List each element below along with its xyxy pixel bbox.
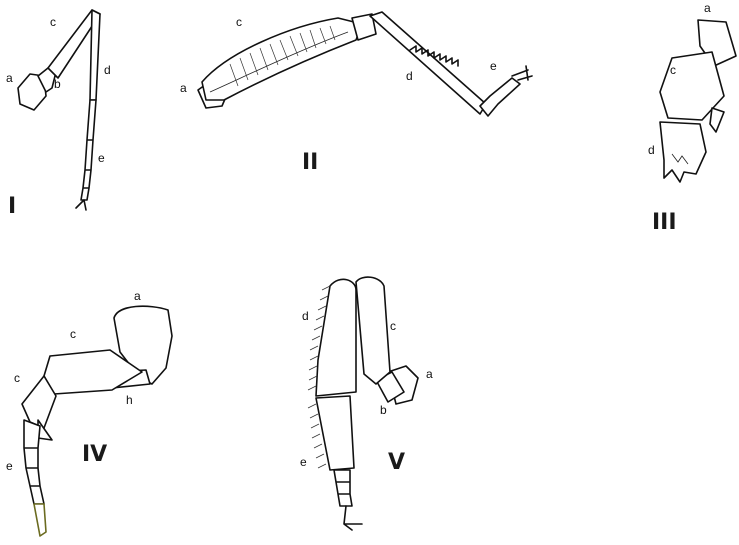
leg-V-drawing	[308, 277, 418, 530]
leg-II-label-d: d	[406, 70, 413, 82]
leg-III-spur	[710, 108, 724, 132]
leg-V-femur-back	[316, 279, 356, 396]
leg-I-label-c: c	[50, 16, 56, 28]
figure-numeral-I: I	[8, 196, 16, 218]
leg-III-label-a: a	[704, 2, 711, 14]
leg-V-femur-front	[356, 277, 390, 384]
leg-III-tibia	[660, 122, 706, 182]
leg-V-label-d: d	[302, 310, 309, 322]
leg-V-label-c: c	[390, 320, 396, 332]
leg-II-label-c: c	[236, 16, 242, 28]
leg-V-claw	[344, 506, 362, 530]
leg-I-label-d: d	[104, 64, 111, 76]
leg-IV-label-c-lower: c	[14, 372, 20, 384]
leg-V-label-e: e	[300, 456, 307, 468]
leg-IV-label-e: e	[6, 460, 13, 472]
leg-I-label-a: a	[6, 72, 13, 84]
figure-numeral-IV: IV	[82, 444, 107, 466]
leg-IV-drawing	[22, 306, 172, 536]
figure-numeral-V: V	[388, 452, 405, 474]
leg-I-tarsus	[81, 100, 96, 200]
leg-III-label-c: c	[670, 64, 676, 76]
leg-IV-claw	[34, 504, 46, 536]
leg-II-tibia	[370, 12, 486, 114]
leg-IV-label-c-upper: c	[70, 328, 76, 340]
leg-I-claw	[76, 200, 86, 210]
leg-I-label-e: e	[98, 152, 105, 164]
leg-I-tibia	[90, 10, 100, 100]
leg-II-femur	[202, 18, 362, 100]
figure-numeral-III: III	[652, 212, 677, 234]
leg-III-label-d: d	[648, 144, 655, 156]
leg-V-label-a: a	[426, 368, 433, 380]
leg-V-label-b: b	[380, 404, 387, 416]
leg-I-label-b: b	[54, 78, 61, 90]
leg-V-tarsus	[334, 470, 352, 506]
leg-V-tibia	[316, 396, 354, 470]
leg-II-label-e: e	[490, 60, 497, 72]
leg-II-claw	[512, 66, 532, 80]
leg-II-label-a: a	[180, 82, 187, 94]
leg-II-drawing	[198, 12, 532, 116]
figure-numeral-II: II	[302, 152, 318, 174]
leg-I-drawing	[18, 10, 100, 210]
leg-IV-label-a: a	[134, 290, 141, 302]
leg-II-tarsus	[480, 78, 520, 116]
leg-IV-label-h: h	[126, 394, 133, 406]
leg-III-drawing	[660, 20, 736, 182]
